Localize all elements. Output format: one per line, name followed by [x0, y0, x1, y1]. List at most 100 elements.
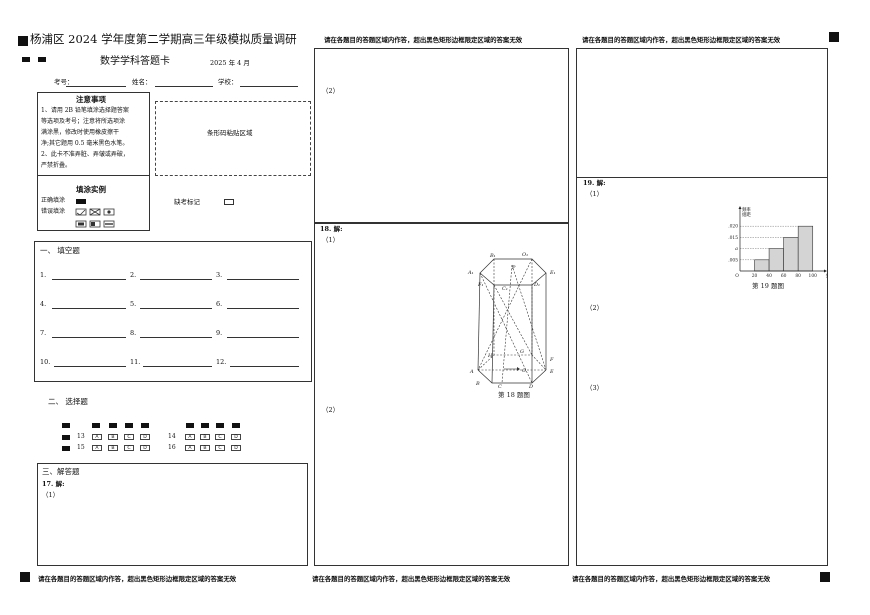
fill-example-correct-label: 正确填涂	[41, 197, 66, 204]
option-13-a[interactable]: A	[92, 434, 102, 440]
y-axis-label-line: 组距	[742, 211, 751, 218]
option-15-d[interactable]: D	[140, 445, 150, 451]
timing-mark	[216, 423, 224, 428]
blank-number: 7.	[40, 329, 47, 337]
name-field[interactable]	[155, 86, 213, 87]
q18-figure-caption: 第 18 题图	[498, 390, 530, 399]
vertex-label: C₁	[502, 286, 508, 292]
vertex-label: O	[522, 368, 526, 374]
answer-section-17[interactable]	[37, 463, 308, 566]
q18-label: 18. 解:	[320, 225, 343, 233]
absent-mark-label: 缺考标记	[174, 198, 200, 206]
blank-answer-1[interactable]	[52, 279, 126, 280]
timing-mark	[186, 423, 194, 428]
y-axis-arrow	[738, 206, 742, 209]
position-mark	[38, 57, 46, 62]
blank-answer-5[interactable]	[140, 308, 212, 309]
field-label-school: 学校：	[218, 78, 238, 86]
exam-date: 2025 年 4 月	[210, 59, 250, 67]
instructions-line: 严禁折叠。	[41, 162, 72, 169]
option-14-c[interactable]: C	[215, 434, 225, 440]
q19-figure-caption: 第 19 题图	[752, 281, 784, 290]
y-tick-label: 0.020	[728, 225, 738, 230]
timing-mark	[62, 446, 70, 451]
corner-mark-top-right	[829, 32, 839, 42]
option-14-a[interactable]: A	[185, 434, 195, 440]
vertex-label: E₁	[549, 270, 556, 276]
instructions-line: 1、请用 2B 铅笔填涂选择题答案	[41, 107, 129, 114]
barcode-label: 条形码粘贴区域	[207, 129, 253, 137]
field-label-name: 姓名：	[132, 78, 152, 86]
answer-area-col3-top[interactable]	[576, 48, 828, 178]
blank-answer-4[interactable]	[52, 308, 126, 309]
question-number: 16	[168, 444, 176, 451]
blank-answer-11[interactable]	[143, 366, 212, 367]
blank-answer-2[interactable]	[140, 279, 212, 280]
corner-mark-bottom-left	[20, 572, 30, 582]
option-14-d[interactable]: D	[231, 434, 241, 440]
blank-number: 8.	[130, 329, 137, 337]
exam-id-field[interactable]	[66, 86, 126, 87]
answer-section-title: 三、解答题	[42, 467, 80, 476]
corner-mark-bottom-right	[820, 572, 830, 582]
vertex-label: B₁	[489, 253, 496, 259]
instructions-line: 满涂黑，修改时使用橡皮擦干	[41, 129, 120, 136]
blank-answer-7[interactable]	[52, 337, 126, 338]
vertex-label: G	[520, 349, 524, 355]
corner-mark-top-left	[18, 36, 28, 46]
option-15-c[interactable]: C	[124, 445, 134, 451]
q18-part2: （2）	[322, 406, 340, 414]
timing-mark	[109, 423, 117, 428]
option-16-b[interactable]: B	[200, 445, 210, 451]
x-axis-label: 分数	[826, 272, 828, 279]
absent-mark-box[interactable]	[224, 199, 234, 205]
answer-area-q19[interactable]	[576, 177, 828, 566]
notice-banner-top-3: 请在各题目的答题区域内作答，超出黑色矩形边框限定区域的答案无效	[582, 36, 781, 44]
blank-answer-12[interactable]	[230, 366, 299, 367]
vertex-label: C	[498, 384, 502, 390]
blank-number: 9.	[216, 329, 223, 337]
timing-mark	[62, 435, 70, 440]
vertex-label: O₁	[522, 252, 528, 258]
blank-answer-8[interactable]	[140, 337, 212, 338]
blank-number: 2.	[130, 271, 137, 279]
q17-label: 17. 解:	[42, 480, 65, 488]
histogram-bar	[783, 237, 799, 272]
timing-mark	[141, 423, 149, 428]
question-number: 13	[77, 433, 85, 440]
blank-answer-9[interactable]	[227, 337, 299, 338]
option-16-d[interactable]: D	[231, 445, 241, 451]
option-13-d[interactable]: D	[140, 434, 150, 440]
notice-banner-top-2: 请在各题目的答题区域内作答，超出黑色矩形边框限定区域的答案无效	[324, 36, 523, 44]
option-13-c[interactable]: C	[124, 434, 134, 440]
option-16-a[interactable]: A	[185, 445, 195, 451]
blank-answer-6[interactable]	[227, 308, 299, 309]
wrong-fill-marks	[75, 208, 115, 228]
blank-number: 1.	[40, 271, 47, 279]
option-15-b[interactable]: B	[108, 445, 118, 451]
histogram-bar	[797, 225, 814, 272]
answer-area-q18[interactable]	[314, 223, 569, 566]
option-16-c[interactable]: C	[215, 445, 225, 451]
option-13-b[interactable]: B	[108, 434, 118, 440]
blank-number: 3.	[216, 271, 223, 279]
vertex-label: A₁	[467, 270, 474, 276]
q17-part1: （1）	[42, 491, 60, 499]
timing-mark	[125, 423, 133, 428]
option-14-b[interactable]: B	[200, 434, 210, 440]
vertex-label: E	[549, 369, 554, 375]
q18-part1: （1）	[322, 236, 340, 244]
y-tick-label: a	[735, 247, 738, 252]
blank-number: 5.	[130, 300, 137, 308]
y-tick-label: 0.005	[728, 258, 738, 263]
blank-answer-3[interactable]	[227, 279, 299, 280]
school-field[interactable]	[240, 86, 298, 87]
option-15-a[interactable]: A	[92, 445, 102, 451]
blank-answer-10[interactable]	[54, 366, 126, 367]
q19-part2: （2）	[586, 304, 604, 312]
q19-label: 19. 解:	[583, 179, 606, 187]
question-number: 15	[77, 444, 85, 451]
page-title: 杨浦区 2024 学年度第二学期高三年级模拟质量调研	[30, 32, 297, 46]
choice-section-title: 二、 选择题	[48, 397, 88, 406]
answer-area-col2-top[interactable]	[314, 48, 569, 223]
